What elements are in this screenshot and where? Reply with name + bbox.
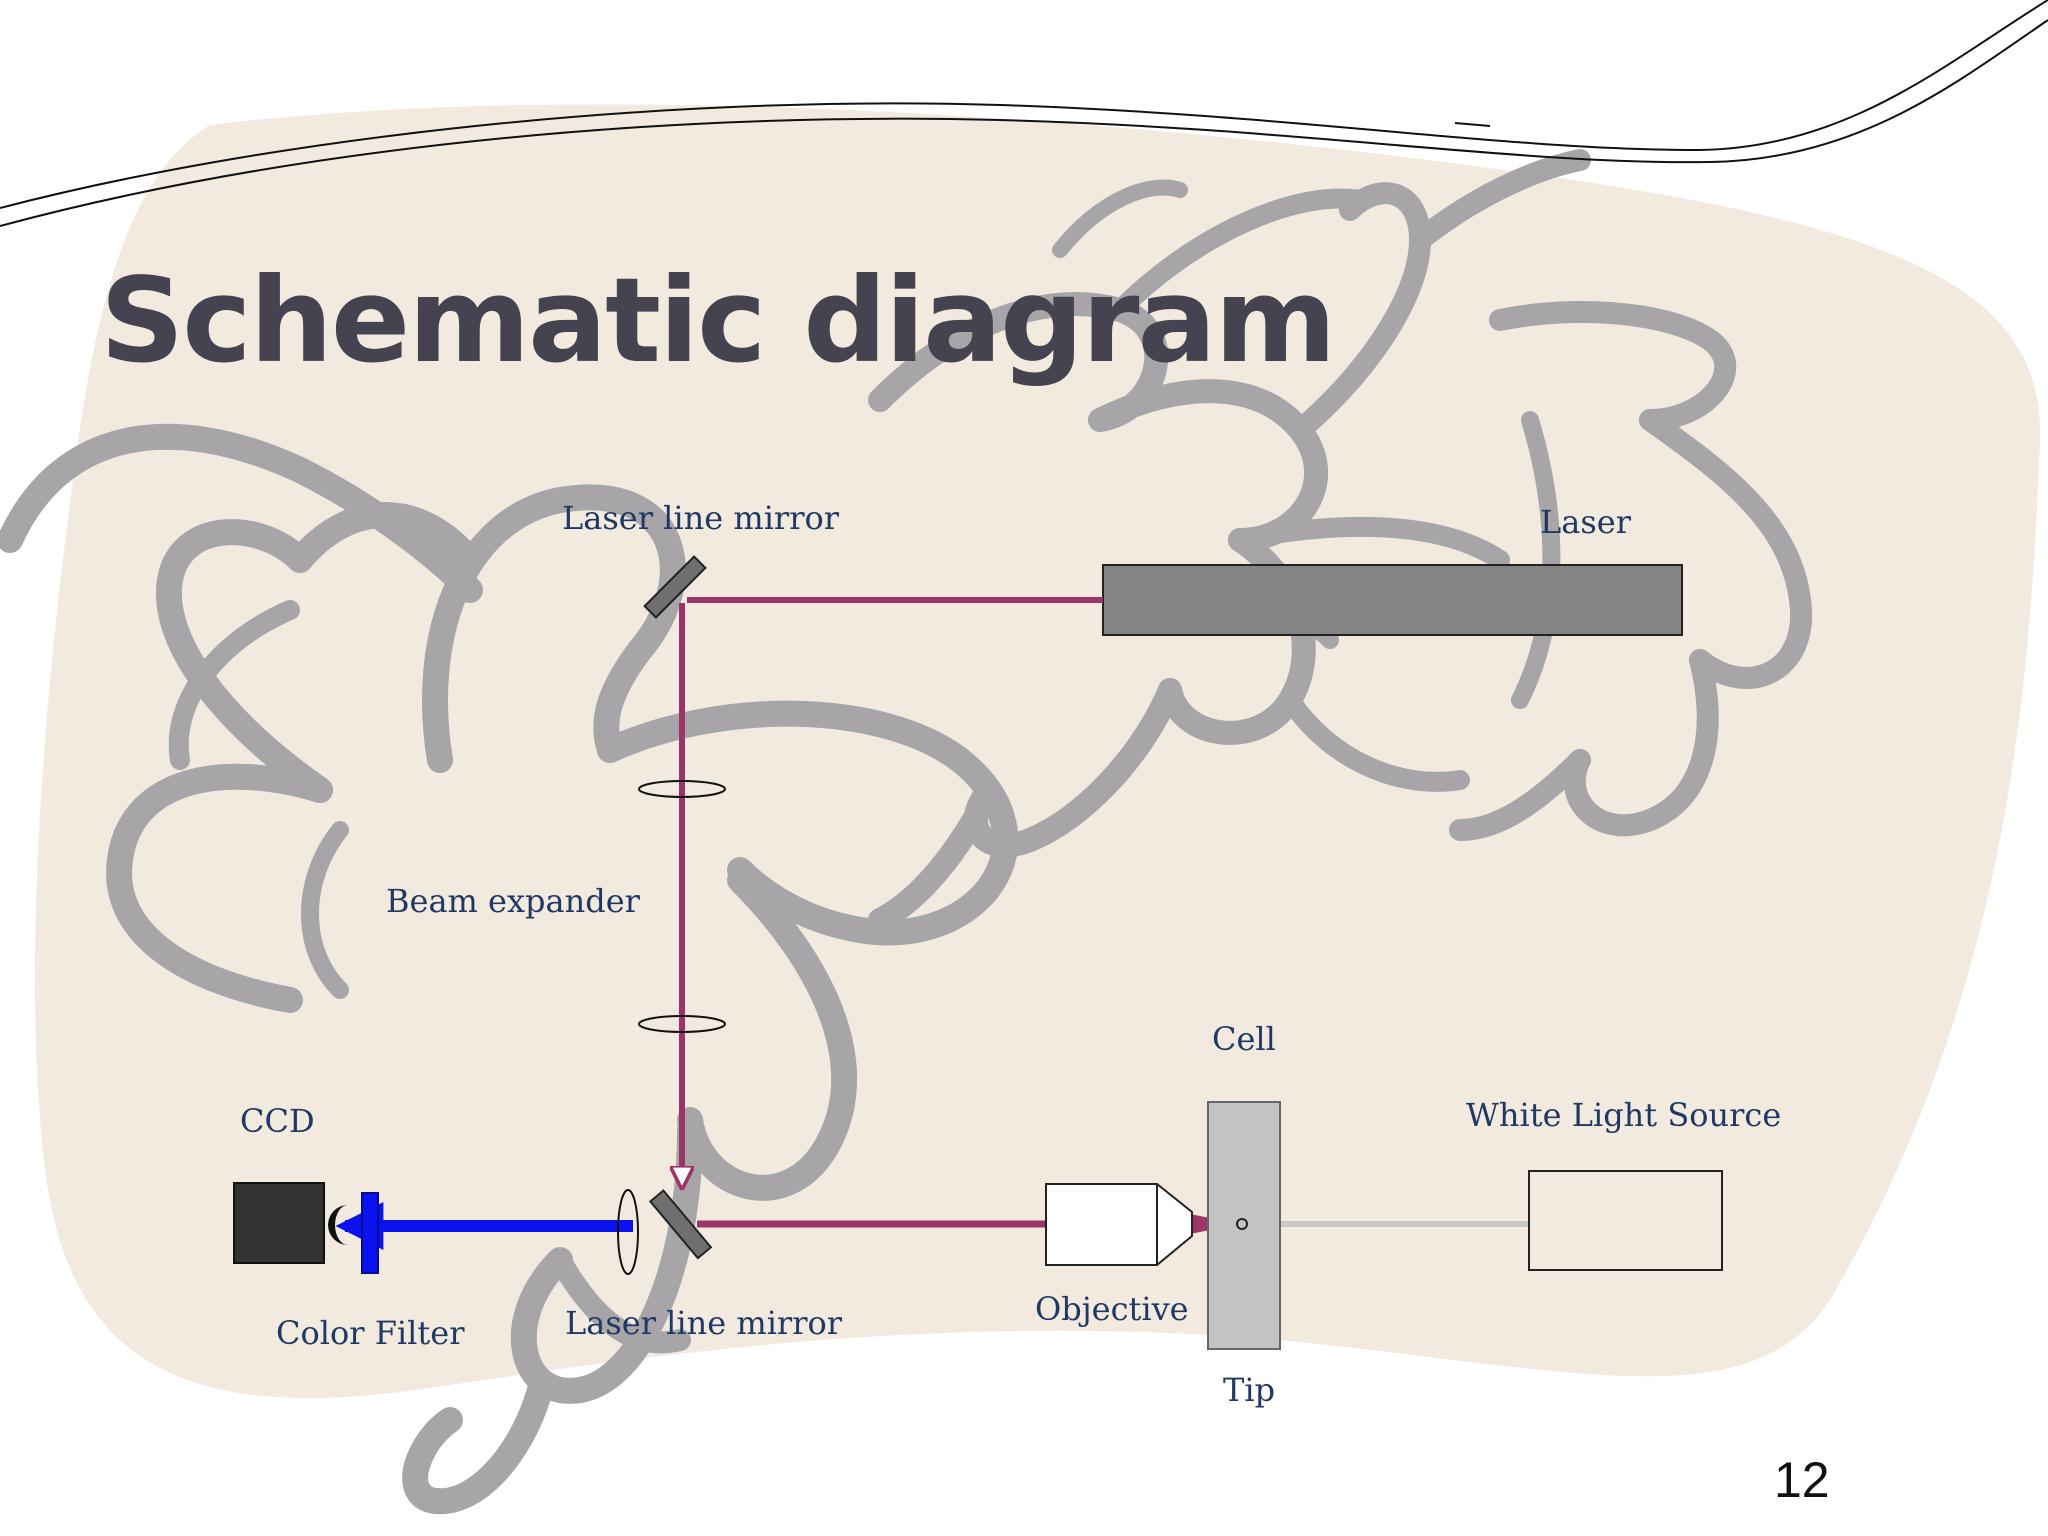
- label-tip: Tip: [1223, 1371, 1276, 1409]
- header-wave-lines: [0, 0, 2048, 227]
- cell-body: [1207, 1101, 1281, 1350]
- label-cell: Cell: [1212, 1020, 1276, 1058]
- floral-decoration: [0, 149, 1813, 1515]
- color-filter-icon: [361, 1192, 379, 1274]
- top-laser-line-mirror: [643, 555, 707, 619]
- expander-lens-top: [638, 780, 726, 798]
- label-laser: Laser: [1540, 503, 1631, 541]
- label-color-filter: Color Filter: [276, 1314, 465, 1352]
- objective-lens: [1045, 1183, 1193, 1266]
- ccd-body: [233, 1182, 325, 1264]
- white-light-source-box: [1528, 1170, 1723, 1271]
- label-laser-line-mirror-top: Laser line mirror: [562, 499, 840, 537]
- ccd-lens: [617, 1189, 639, 1275]
- tip-icon: [1236, 1218, 1248, 1230]
- expander-lens-bottom: [638, 1015, 726, 1033]
- laser-body: [1102, 564, 1683, 636]
- page-number: 12: [1774, 1452, 1830, 1508]
- label-beam-expander: Beam expander: [386, 882, 640, 920]
- bottom-laser-line-mirror: [648, 1189, 713, 1260]
- label-objective: Objective: [1035, 1290, 1189, 1328]
- label-ccd: CCD: [240, 1102, 315, 1140]
- slide-title: Schematic diagram: [100, 252, 1336, 389]
- label-laser-line-mirror-bottom: Laser line mirror: [565, 1304, 843, 1342]
- label-white-light-source: White Light Source: [1466, 1096, 1782, 1134]
- ccd-lens-icon: [328, 1205, 348, 1245]
